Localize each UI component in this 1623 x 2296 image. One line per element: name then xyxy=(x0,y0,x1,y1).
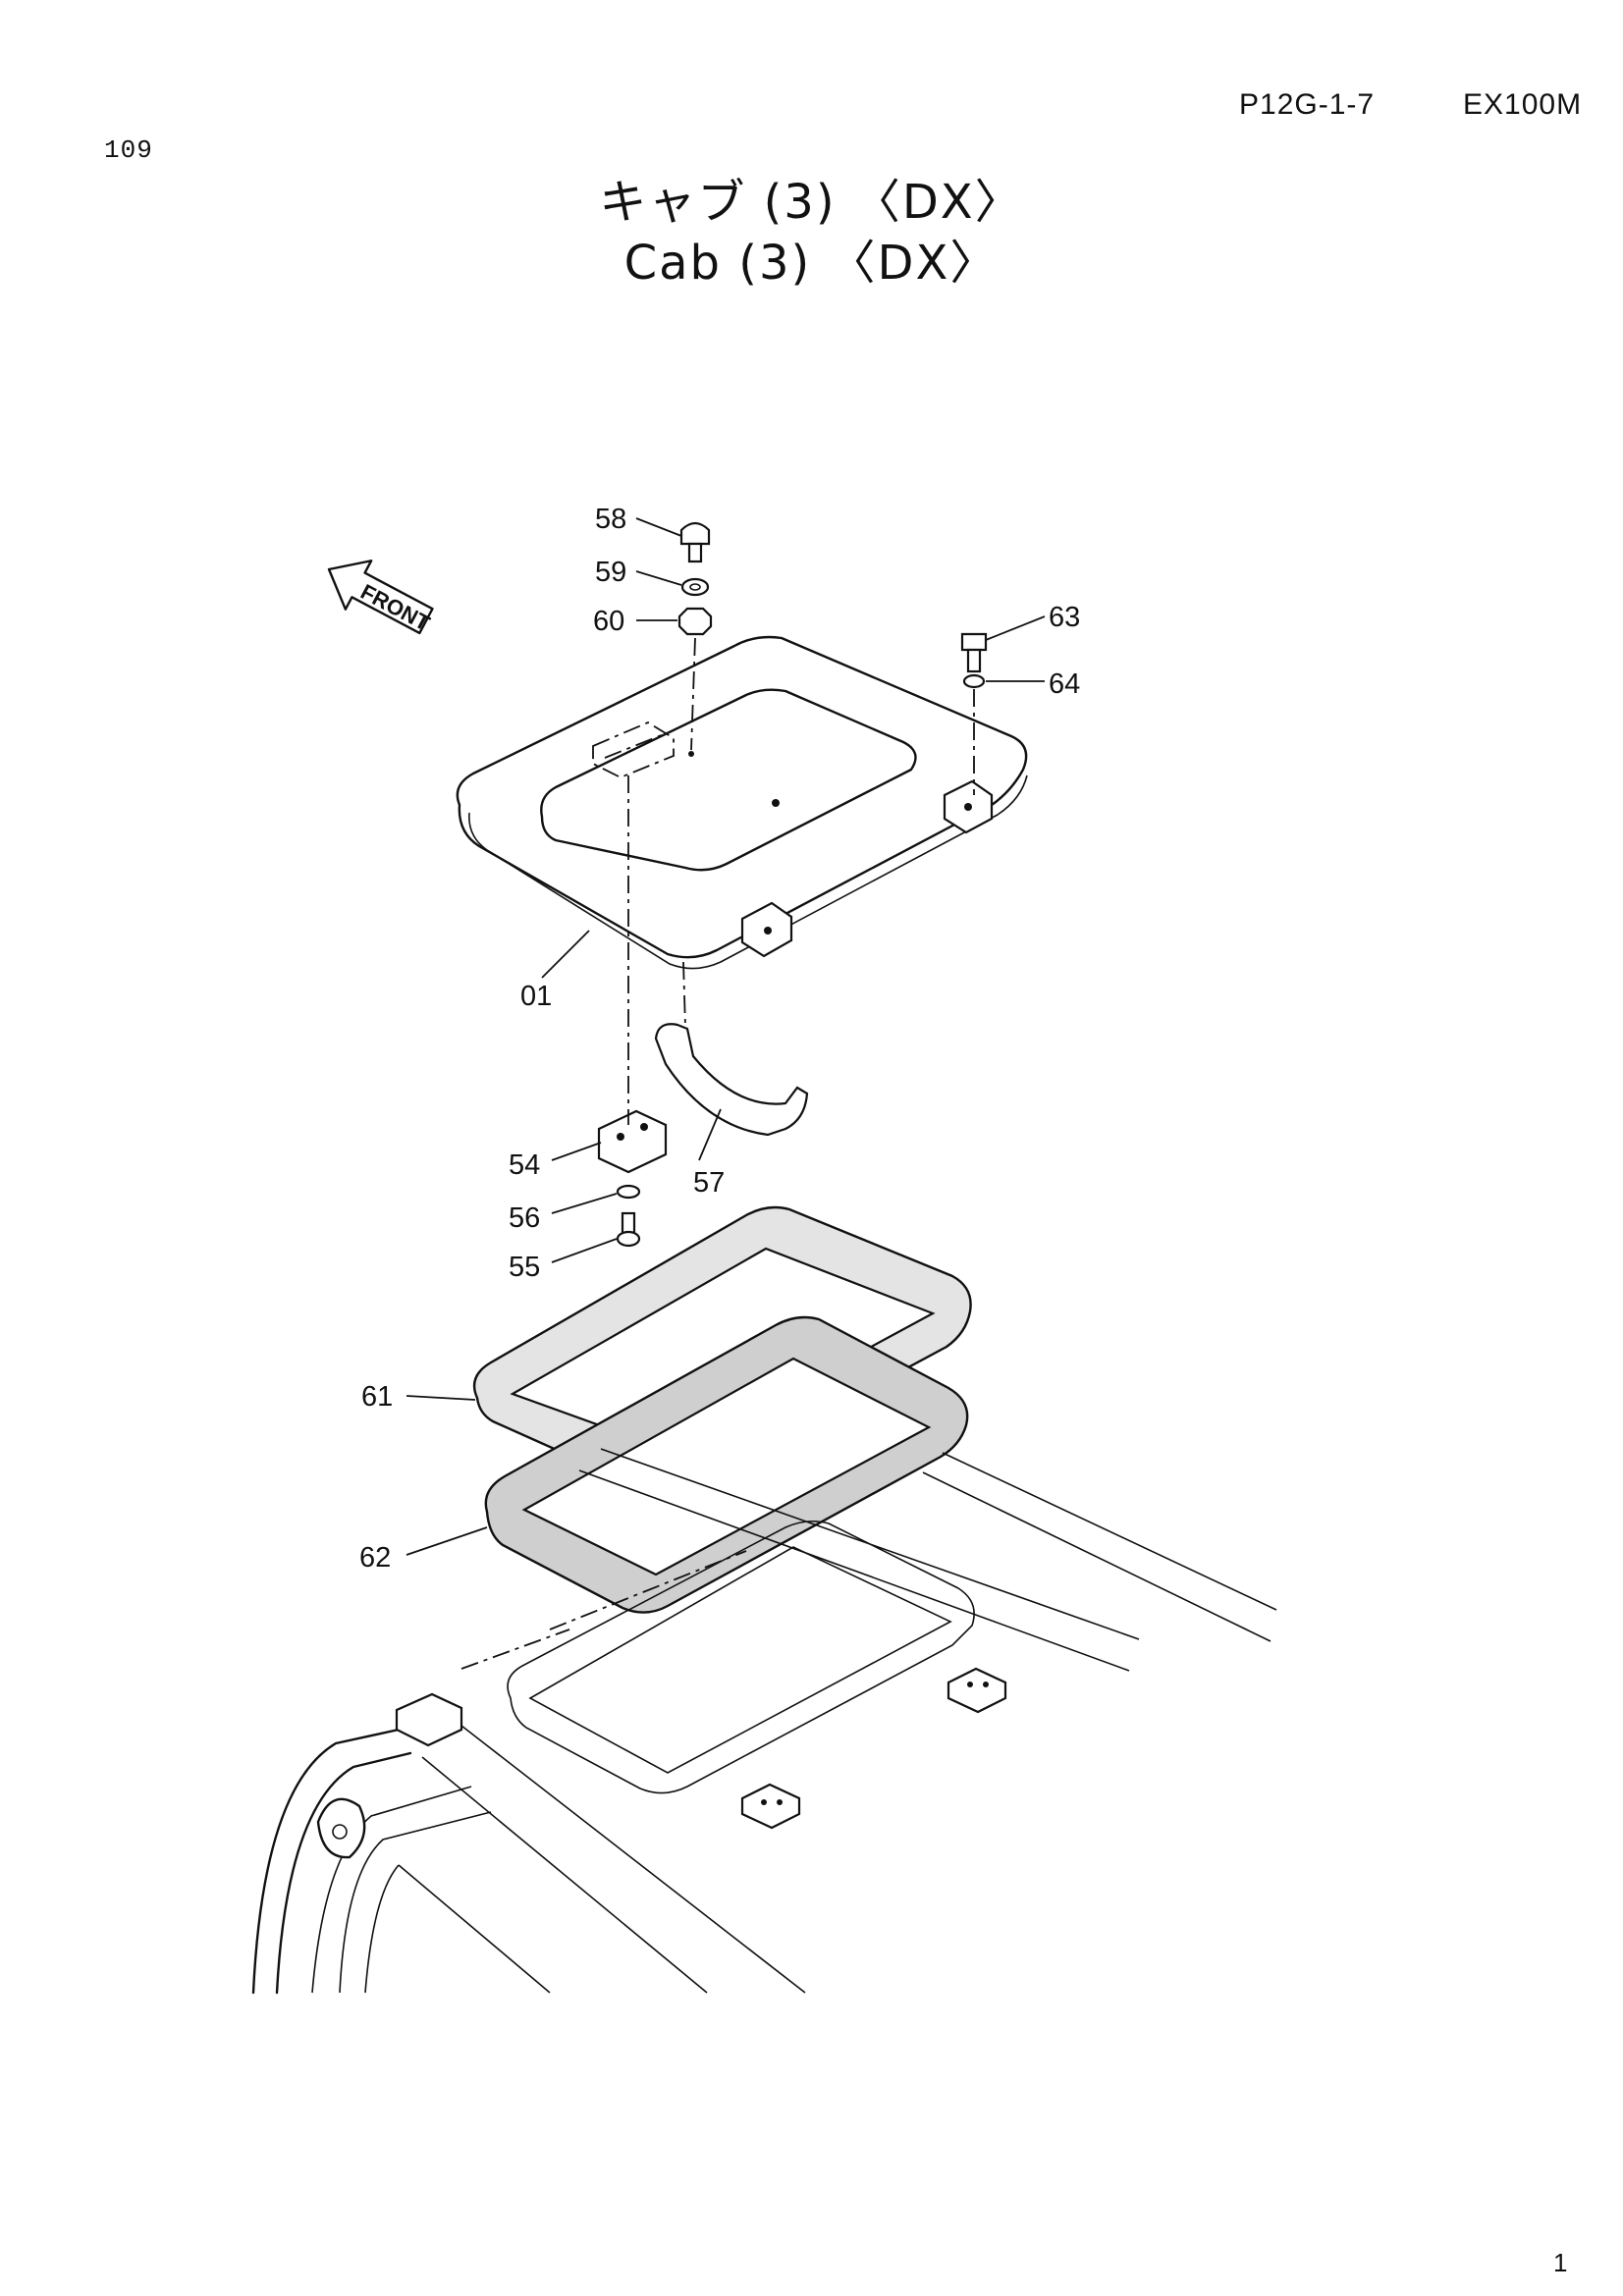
callout-61: 61 xyxy=(361,1381,393,1413)
gasket-61 xyxy=(472,1205,972,1494)
title-japanese: キャブ (3) 〈DX〉 xyxy=(599,175,1024,230)
knob-bolt-58 xyxy=(679,521,711,563)
axis-line-60 xyxy=(690,637,696,751)
bolt-63 xyxy=(960,632,988,673)
callout-58: 58 xyxy=(595,504,626,535)
axis-line-57 xyxy=(682,961,686,1028)
nut-60 xyxy=(677,607,713,636)
callout-59: 59 xyxy=(595,557,626,588)
callout-56: 56 xyxy=(509,1202,540,1234)
callout-57: 57 xyxy=(693,1167,725,1199)
callout-54: 54 xyxy=(509,1149,540,1181)
callout-01: 01 xyxy=(520,981,552,1012)
weatherstrip-62 xyxy=(484,1315,969,1614)
washer-56 xyxy=(616,1184,641,1200)
callout-60: 60 xyxy=(593,606,624,637)
front-arrow-label: FRONT xyxy=(356,579,434,636)
roof-hatch-lid xyxy=(456,635,1028,970)
latch-hidden-outline xyxy=(592,721,675,778)
page-number: 109 xyxy=(104,135,153,165)
callout-62: 62 xyxy=(359,1542,391,1574)
diagram-code: P12G-1-7 xyxy=(1239,88,1376,121)
hinge-front xyxy=(740,901,793,958)
hinge-right xyxy=(943,779,994,834)
lock-washer-64 xyxy=(962,673,986,689)
cab-roof-frame xyxy=(251,1448,1277,1995)
title-english: Cab (3) 〈DX〉 xyxy=(623,236,1000,291)
footer-page-fragment: 1 xyxy=(1553,2248,1568,2277)
leader-lines xyxy=(406,517,1046,1556)
machine-model: EX100M xyxy=(1463,88,1583,121)
screw-55 xyxy=(616,1211,641,1248)
callout-63: 63 xyxy=(1049,602,1080,633)
washer-59 xyxy=(680,577,710,597)
callout-55: 55 xyxy=(509,1252,540,1283)
latch-bracket-54 xyxy=(597,1109,668,1174)
front-arrow-icon: FRONT xyxy=(327,560,434,636)
grip-handle-57 xyxy=(654,1023,809,1137)
callout-64: 64 xyxy=(1049,668,1080,700)
